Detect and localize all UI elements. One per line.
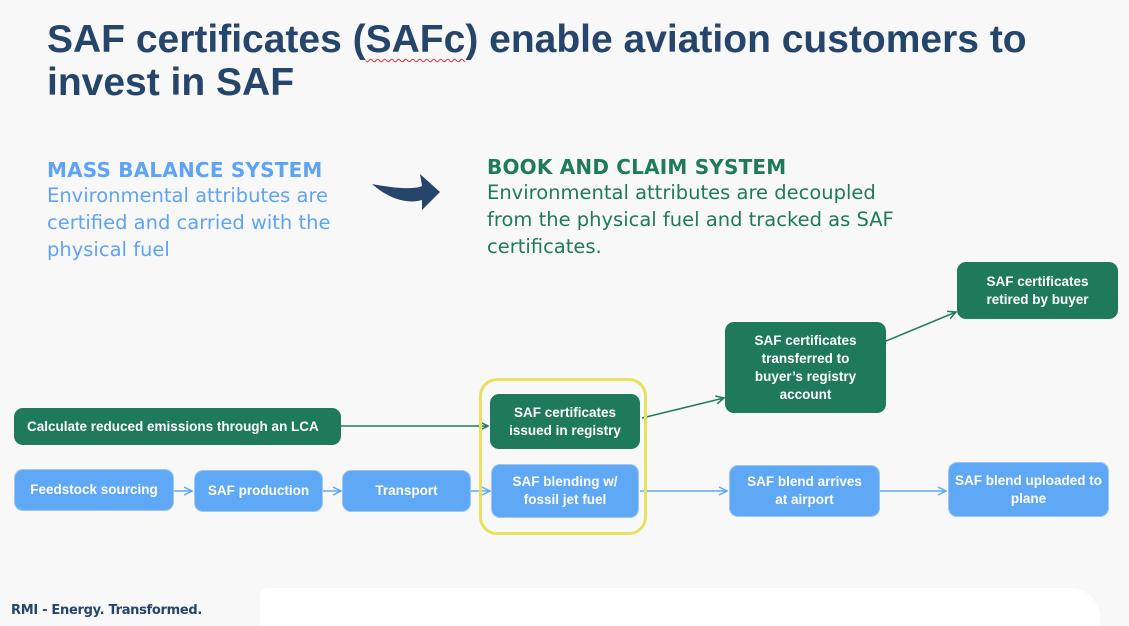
step-blend-arrives: SAF blend arrives at airport xyxy=(729,465,880,517)
step-lca: Calculate reduced emissions through an L… xyxy=(14,408,341,445)
title-part-1: SAF certificates ( xyxy=(47,18,366,61)
book-and-claim-section: BOOK AND CLAIM SYSTEM Environmental attr… xyxy=(487,155,907,260)
step-transport: Transport xyxy=(342,470,471,512)
redacted-area xyxy=(260,588,1100,626)
footer-brand: RMI - Energy. Transformed. xyxy=(11,603,203,618)
book-and-claim-heading: BOOK AND CLAIM SYSTEM xyxy=(487,155,787,179)
step-blend-uploaded: SAF blend uploaded to plane xyxy=(948,462,1109,517)
title-part-2: ) enable aviation customers to invest in… xyxy=(47,18,1027,104)
curved-right-arrow-icon xyxy=(370,170,442,217)
step-certificates-transferred: SAF certificates transferred to buyer’s … xyxy=(725,322,886,413)
title-acronym: SAFc xyxy=(365,18,466,61)
arrow-issued-to-transferred xyxy=(641,398,724,419)
mass-balance-description: Environmental attributes are certified a… xyxy=(47,184,331,261)
mass-balance-section: MASS BALANCE SYSTEM Environmental attrib… xyxy=(47,158,357,263)
mass-balance-heading: MASS BALANCE SYSTEM xyxy=(47,158,323,182)
step-saf-blending: SAF blending w/ fossil jet fuel xyxy=(491,464,639,518)
page-title: SAF certificates (SAFc) enable aviation … xyxy=(47,18,1107,104)
highlight-outline xyxy=(479,378,647,535)
book-and-claim-description: Environmental attributes are decoupled f… xyxy=(487,181,894,258)
step-certificates-retired: SAF certificates retired by buyer xyxy=(957,262,1118,319)
arrow-transferred-to-retired xyxy=(885,312,956,342)
step-feedstock-sourcing: Feedstock sourcing xyxy=(14,469,174,511)
step-saf-production: SAF production xyxy=(194,470,323,512)
step-certificates-issued: SAF certificates issued in registry xyxy=(490,394,640,449)
